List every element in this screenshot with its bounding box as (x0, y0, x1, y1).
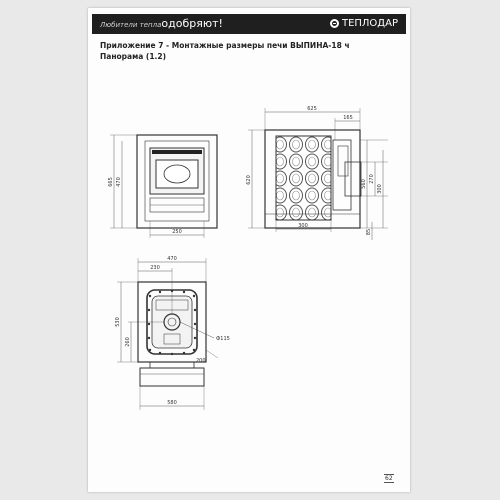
brand-name: ТЕПЛОДАР (341, 18, 398, 29)
slogan: Любители теплаодобряют! (100, 17, 223, 30)
heading-line-2: Панорама (1.2) (100, 52, 167, 61)
brand-logo: ТЕПЛОДАР (329, 18, 398, 29)
side-bottom-width: 300 (298, 223, 308, 229)
side-right-1: 560 (361, 179, 367, 189)
section-heading: Приложение 7 - Монтажные размеры печи ВЫ… (100, 40, 400, 62)
side-right-3: 300 (377, 184, 383, 194)
side-height-left: 620 (246, 175, 252, 185)
side-view-drawing (248, 108, 388, 240)
plan-bottom-width: 580 (167, 400, 177, 406)
side-right-2: 270 (369, 174, 375, 184)
heading-line-1: Приложение 7 - Монтажные размеры печи ВЫ… (100, 41, 350, 50)
plan-chimney-diameter: Ф115 (216, 336, 230, 342)
document-page (88, 8, 410, 492)
front-bottom-width: 250 (172, 229, 182, 235)
front-height-outer: 665 (108, 177, 114, 187)
plan-view-drawing (117, 258, 219, 410)
side-top-total: 625 (307, 106, 317, 112)
plan-top-total: 470 (167, 256, 177, 262)
plan-left-height: 530 (115, 317, 121, 327)
slogan-main: одобряют! (161, 17, 223, 30)
side-right-4: 85 (366, 229, 372, 235)
side-top-small: 165 (343, 115, 353, 121)
plan-right-small: 200 (196, 358, 206, 364)
brand-logo-icon (329, 19, 339, 28)
header-banner: Любители теплаодобряют! ТЕПЛОДАР (92, 14, 406, 34)
front-height-inner: 470 (116, 177, 122, 187)
slogan-small: Любители тепла (100, 21, 162, 29)
plan-top-inner: 230 (150, 265, 160, 271)
front-view-drawing (110, 134, 218, 238)
page-number: 62 (384, 474, 394, 483)
plan-left-small: 260 (125, 337, 131, 347)
